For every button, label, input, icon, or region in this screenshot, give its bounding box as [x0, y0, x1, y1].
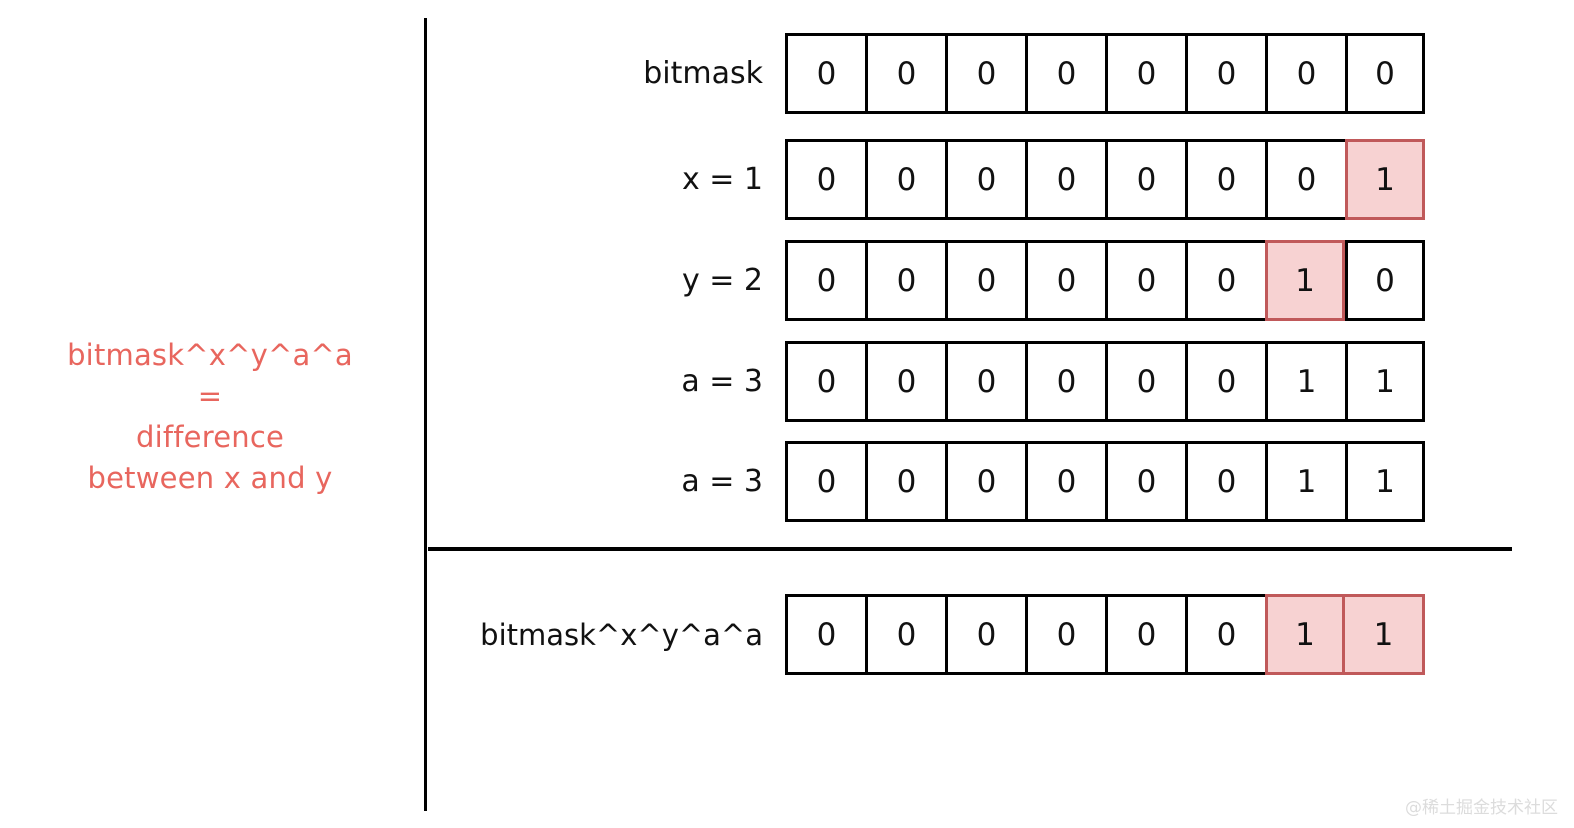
bit-cell: 0 — [945, 240, 1025, 321]
bit-cell: 0 — [785, 441, 865, 522]
bit-cell: 1 — [1265, 240, 1345, 321]
bit-cell: 0 — [1105, 33, 1185, 114]
bit-cell: 0 — [1025, 139, 1105, 220]
watermark: @稀土掘金技术社区 — [1405, 798, 1558, 818]
bit-cell: 1 — [1265, 594, 1345, 675]
operand-row-label: a = 3 — [681, 464, 763, 499]
bit-cell: 0 — [1345, 240, 1425, 321]
bit-cell: 0 — [1185, 139, 1265, 220]
bit-cell: 1 — [1345, 594, 1425, 675]
bit-cell: 0 — [785, 33, 865, 114]
caption-line-3: between x and y — [87, 461, 333, 495]
result-row-label: bitmask^x^y^a^a — [480, 617, 763, 652]
bit-cell: 1 — [1345, 341, 1425, 422]
bit-cell: 0 — [945, 33, 1025, 114]
bit-cell: 0 — [1265, 33, 1345, 114]
bit-cell: 0 — [785, 341, 865, 422]
bit-cell: 0 — [1265, 139, 1345, 220]
bit-cell: 0 — [1105, 341, 1185, 422]
bit-cell: 0 — [1025, 441, 1105, 522]
bit-cell: 0 — [1185, 33, 1265, 114]
bit-cell: 0 — [945, 441, 1025, 522]
bit-cell: 0 — [945, 594, 1025, 675]
bit-cell: 0 — [785, 139, 865, 220]
vertical-divider — [424, 18, 427, 811]
bit-cell: 0 — [1025, 240, 1105, 321]
bit-cell: 0 — [1345, 33, 1425, 114]
bit-cell: 0 — [1105, 139, 1185, 220]
bit-cell: 0 — [865, 341, 945, 422]
bit-cell: 0 — [1185, 441, 1265, 522]
bit-cell: 0 — [1105, 441, 1185, 522]
operand-row-label: a = 3 — [681, 364, 763, 399]
bit-cell: 0 — [945, 139, 1025, 220]
bit-cell: 0 — [865, 139, 945, 220]
bit-cell: 0 — [865, 441, 945, 522]
bit-cell: 0 — [785, 594, 865, 675]
bit-cell: 0 — [865, 240, 945, 321]
bit-cell: 0 — [865, 33, 945, 114]
bit-cell: 1 — [1345, 441, 1425, 522]
caption-line-1: = — [197, 379, 223, 413]
explanation-caption: bitmask^x^y^a^a = difference between x and … — [20, 335, 400, 499]
bit-cell: 0 — [785, 240, 865, 321]
bit-cell: 1 — [1345, 139, 1425, 220]
bit-cell: 0 — [945, 341, 1025, 422]
bit-cell: 0 — [1185, 240, 1265, 321]
operand-row-label: bitmask — [643, 56, 763, 91]
bit-cell: 0 — [1105, 240, 1185, 321]
bit-cell: 0 — [865, 594, 945, 675]
bit-cell: 0 — [1025, 33, 1105, 114]
bit-cell: 1 — [1265, 441, 1345, 522]
bit-cell: 0 — [1105, 594, 1185, 675]
bit-cell: 0 — [1185, 341, 1265, 422]
bit-cell: 1 — [1265, 341, 1345, 422]
bit-cell: 0 — [1025, 341, 1105, 422]
caption-line-0: bitmask^x^y^a^a — [67, 338, 353, 372]
horizontal-divider — [428, 547, 1512, 551]
bit-cell: 0 — [1185, 594, 1265, 675]
operand-row-label: y = 2 — [681, 263, 763, 298]
operand-row-label: x = 1 — [681, 162, 763, 197]
bit-cell: 0 — [1025, 594, 1105, 675]
caption-line-2: difference — [135, 420, 285, 454]
